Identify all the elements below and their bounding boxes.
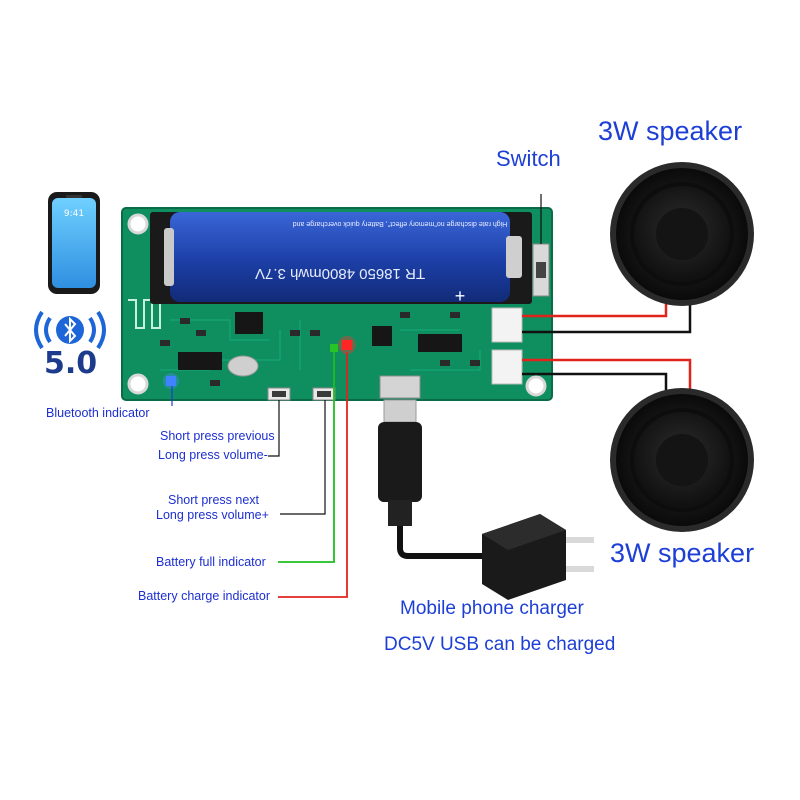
- battery-top-text: High rate discharge no"memory effect", B…: [293, 220, 508, 227]
- speaker-top-label: 3W speaker: [598, 116, 743, 146]
- battery-brand-text: TR 18650 4800mwh 3.7V: [255, 265, 425, 282]
- charger-plug: [482, 514, 594, 600]
- bluetooth-icon: [34, 310, 106, 350]
- chip: [178, 352, 222, 370]
- speaker-top: [610, 162, 754, 306]
- chip: [372, 326, 392, 346]
- chip: [235, 312, 263, 334]
- speaker-bottom-label: 3W speaker: [610, 538, 755, 568]
- battery-full-label: Battery full indicator: [156, 555, 266, 569]
- prev-label-line1: Short press previous: [160, 429, 275, 443]
- prev-label-line2: Long press volume-: [158, 448, 268, 462]
- next-label-line2: Long press volume+: [156, 508, 269, 522]
- mount-hole: [127, 213, 149, 235]
- battery-charge-label: Battery charge indicator: [138, 589, 271, 603]
- antenna-trace: [128, 299, 161, 329]
- charger-label-line2: DC5V USB can be charged: [384, 634, 616, 655]
- battery-18650: TR 18650 4800mwh 3.7V High rate discharg…: [164, 212, 522, 306]
- speaker-bottom: [610, 388, 754, 532]
- phone-time: 9:41: [64, 209, 84, 219]
- bluetooth-version: 5.0: [44, 346, 98, 381]
- bluetooth-led: [166, 376, 176, 386]
- battery-charge-led: [342, 340, 352, 350]
- charger-label-line1: Mobile phone charger: [400, 598, 584, 619]
- usb-port: [379, 375, 421, 399]
- switch-label: Switch: [496, 146, 561, 171]
- charger-cable: [378, 399, 490, 559]
- speaker-connector-2: [491, 349, 523, 385]
- next-label-line1: Short press next: [168, 493, 260, 507]
- chip: [418, 334, 462, 352]
- battery-full-led: [330, 344, 338, 352]
- crystal: [227, 355, 259, 377]
- phone-icon: 9:41: [48, 192, 100, 294]
- mount-hole: [525, 375, 547, 397]
- bluetooth-indicator-label: Bluetooth indicator: [46, 406, 150, 420]
- mount-hole: [127, 373, 149, 395]
- speaker-connector-1: [491, 307, 523, 343]
- battery-plus-sign: +: [455, 286, 466, 306]
- leader-lines: [171, 194, 542, 598]
